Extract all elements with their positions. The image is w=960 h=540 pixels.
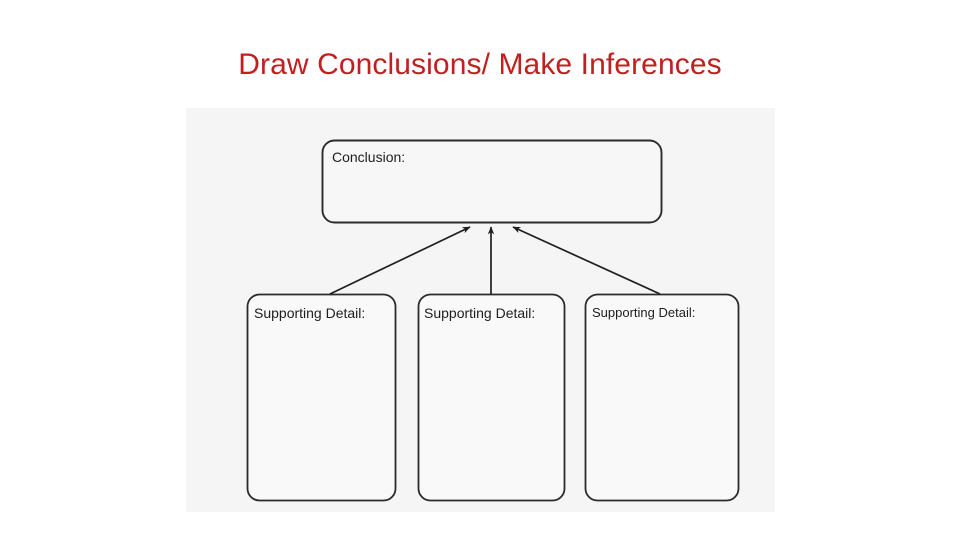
supporting-detail-box-3[interactable] — [584, 293, 740, 502]
connector-arrow-3 — [512, 226, 661, 295]
graphic-organizer-panel: Conclusion: Supporting Detail: Supportin… — [186, 108, 775, 512]
conclusion-label: Conclusion: — [332, 149, 406, 165]
conclusion-box[interactable] — [321, 139, 663, 224]
supporting-detail-label-3: Supporting Detail: — [592, 305, 696, 320]
page-title: Draw Conclusions/ Make Inferences — [238, 48, 722, 81]
supporting-detail-box-1[interactable] — [246, 293, 397, 502]
connector-arrow-1 — [329, 226, 471, 295]
supporting-detail-label-1: Supporting Detail: — [254, 305, 366, 321]
supporting-detail-label-2: Supporting Detail: — [424, 305, 536, 321]
supporting-detail-box-2[interactable] — [417, 293, 566, 502]
organizer-diagram — [246, 139, 740, 502]
